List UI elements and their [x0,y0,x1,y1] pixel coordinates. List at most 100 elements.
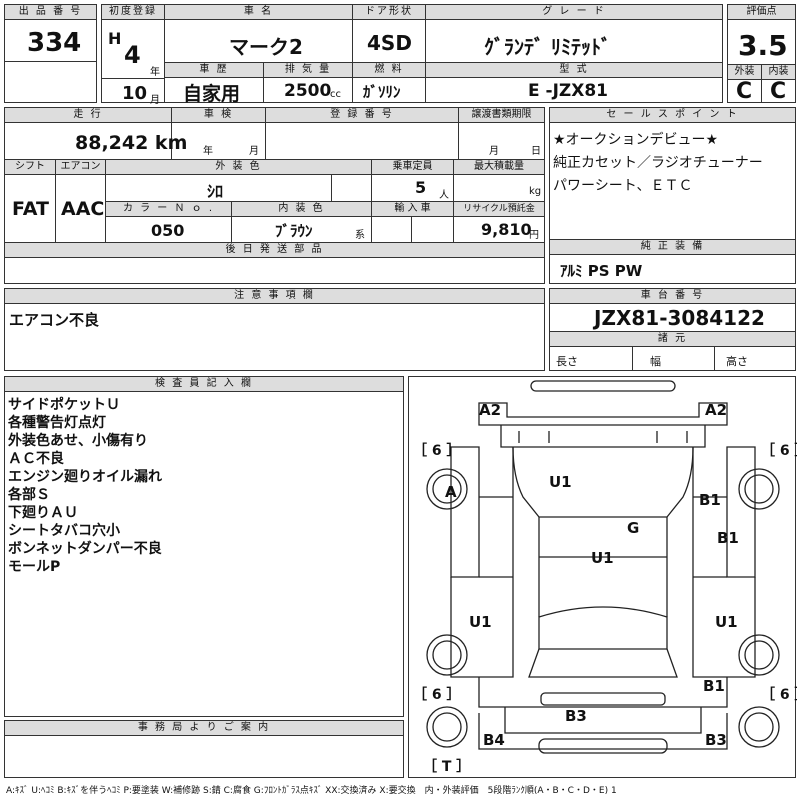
int-color-label: 内 装 色 [231,202,371,217]
shift-value: FAT [12,198,49,220]
damage-mark: B1 [699,491,721,509]
era-value: H [108,29,122,48]
damage-mark: B1 [703,677,725,695]
door-value: 4SD [367,31,412,55]
max-load-unit: kg [529,186,542,197]
notes-cell: 注 意 事 項 欄 エアコン不良 [4,288,545,371]
inspection-label: 車 検 [171,108,265,123]
int-score-label: 内装 [761,64,795,80]
inspector-note-line: 下廻りＡＵ [8,505,78,521]
first-registration-cell: 初度登録 H 4 年 10 月 [101,4,165,106]
mileage-value: 88,242 km [75,132,188,154]
import-label: 輸 入 車 [371,202,453,217]
displacement-value: 2500 [284,81,332,101]
damage-mark: U1 [591,549,614,567]
year-unit: 年 [150,67,160,78]
inspector-note-line: モールP [8,559,61,575]
color-no-value: 050 [151,221,185,240]
model-label: 型 式 [426,63,722,78]
capacity-unit: 人 [439,190,449,201]
sales-point-line: ★オークションデビュー★ [553,132,719,148]
sales-points-label: セ ー ル ス ポ イ ン ト [550,108,795,123]
lot-number-value: 334 [27,28,82,58]
history-cell: 車 歴 自家用 [164,62,264,105]
capacity-value: 5 [415,178,427,197]
recycle-value: 9,810 [481,220,532,239]
first-registration-label: 初度登録 [102,5,164,20]
spec-length-label: 長さ [556,355,578,368]
office-label: 事 務 局 よ り ご 案 内 [5,721,403,736]
damage-mark: B4 [483,731,505,749]
inspection-year-unit: 年 [203,146,213,157]
color-no-label: カ ラ ー Ｎ ｏ . [105,202,231,217]
history-value: 自家用 [183,83,241,105]
inspector-note-line: シートタバコ穴小 [8,523,120,539]
door-label: ドア形状 [353,5,425,20]
specs-label: 諸 元 [550,331,795,347]
lot-number-cell: 出 品 番 号 334 [4,4,97,62]
vehicle-info-block: 走 行 車 検 登 録 番 号 譲渡書類期限 88,242 km 年 月 月 日… [4,107,545,284]
inspector-note-line: サイドポケットＵ [8,397,120,413]
inspector-note-line: 外装色あせ、小傷有り [8,433,148,449]
genuine-label: 純 正 装 備 [550,240,795,255]
recycle-label: リサイクル預託金 [453,202,544,217]
legend-text: A:ｷｽﾞ U:ﾍｺﾐ B:ｷｽﾞを伴うﾍｺﾐ P:要塗装 W:補修跡 S:錆 … [6,786,617,796]
score-label: 評価点 [728,5,795,20]
grade-label: グ レ ー ド [426,5,722,20]
doc-deadline-label: 譲渡書類期限 [458,108,544,123]
damage-mark: B3 [565,707,587,725]
later-parts-label: 後 日 発 送 部 品 [5,243,544,258]
displacement-cell: 排 気 量 2500 cc [263,62,353,103]
mileage-label: 走 行 [5,108,171,123]
lot-number-label: 出 品 番 号 [5,5,96,20]
ext-score-value: C [736,79,753,104]
inspector-label: 検 査 員 記 入 欄 [5,377,403,392]
capacity-label: 乗車定員 [371,160,453,175]
model-cell: 型 式 E -JZX81 [425,62,723,103]
inspector-note-line: エンジン廻りオイル漏れ [8,469,162,485]
inspection-month-unit: 月 [249,146,259,157]
tire-depth-label: ［ 6 ］ [761,686,797,703]
grade-value: ｸﾞﾗﾝﾃﾞ ﾘﾐﾃｯﾄﾞ [484,35,611,59]
damage-mark: G [627,519,639,537]
tire-depth-label: ［ 6 ］ [413,686,461,703]
fuel-label: 燃 料 [353,63,425,78]
score-cell: 評価点 3.5 外装 内装 C C [727,4,796,104]
year-value: 4 [124,41,141,69]
car-name-cell: 車 名 マーク2 [164,4,353,63]
office-info-cell: 事 務 局 よ り ご 案 内 [4,720,404,778]
door-cell: ドア形状 4SD [352,4,426,63]
reg-no-label: 登 録 番 号 [265,108,458,123]
chassis-label: 車 台 番 号 [550,289,795,304]
damage-mark: A2 [479,401,501,419]
blank-cell [4,61,97,103]
chassis-cell: 車 台 番 号 JZX81-3084122 諸 元 長さ 幅 高さ [549,288,796,371]
notes-value: エアコン不良 [9,311,100,329]
sales-point-line: パワーシート、ＥＴＣ [553,178,693,194]
inspector-notes-cell: 検 査 員 記 入 欄 サイドポケットＵ 各種警告灯点灯外装色あせ、小傷有り ＡＣ不… [4,376,404,717]
tire-depth-label: ［ 6 ］ [413,442,461,459]
int-color-value: ﾌﾞﾗｳﾝ [275,222,313,240]
notes-label: 注 意 事 項 欄 [5,289,544,304]
genuine-equipment-cell: 純 正 装 備 ｱﾙﾐ PS PW [549,239,796,284]
inspector-note-line: 各部Ｓ [8,487,50,503]
spec-width-label: 幅 [650,355,661,368]
int-color-unit: 系 [355,230,365,241]
sales-points-cell: セ ー ル ス ポ イ ン ト ★オークションデビュー★ 純正カセット／ラジオチ… [549,107,796,240]
tire-depth-label: ［ T ］ [423,758,470,775]
month-unit: 月 [150,95,160,106]
tire-depth-label: ［ 6 ］ [761,442,797,459]
inspector-note-line: 各種警告灯点灯 [8,415,106,431]
ac-value: AAC [61,198,105,220]
sales-point-line: 純正カセット／ラジオチューナー [553,155,763,171]
genuine-value: ｱﾙﾐ PS PW [560,262,643,280]
car-name-value: マーク2 [229,35,303,59]
inspector-note-line: ＡＣ不良 [8,451,64,467]
int-score-value: C [770,79,787,104]
doc-month-unit: 月 [489,146,499,157]
fuel-value: ｶﾞｿﾘﾝ [363,83,401,101]
model-value: E -JZX81 [528,81,609,101]
score-value: 3.5 [738,29,788,62]
